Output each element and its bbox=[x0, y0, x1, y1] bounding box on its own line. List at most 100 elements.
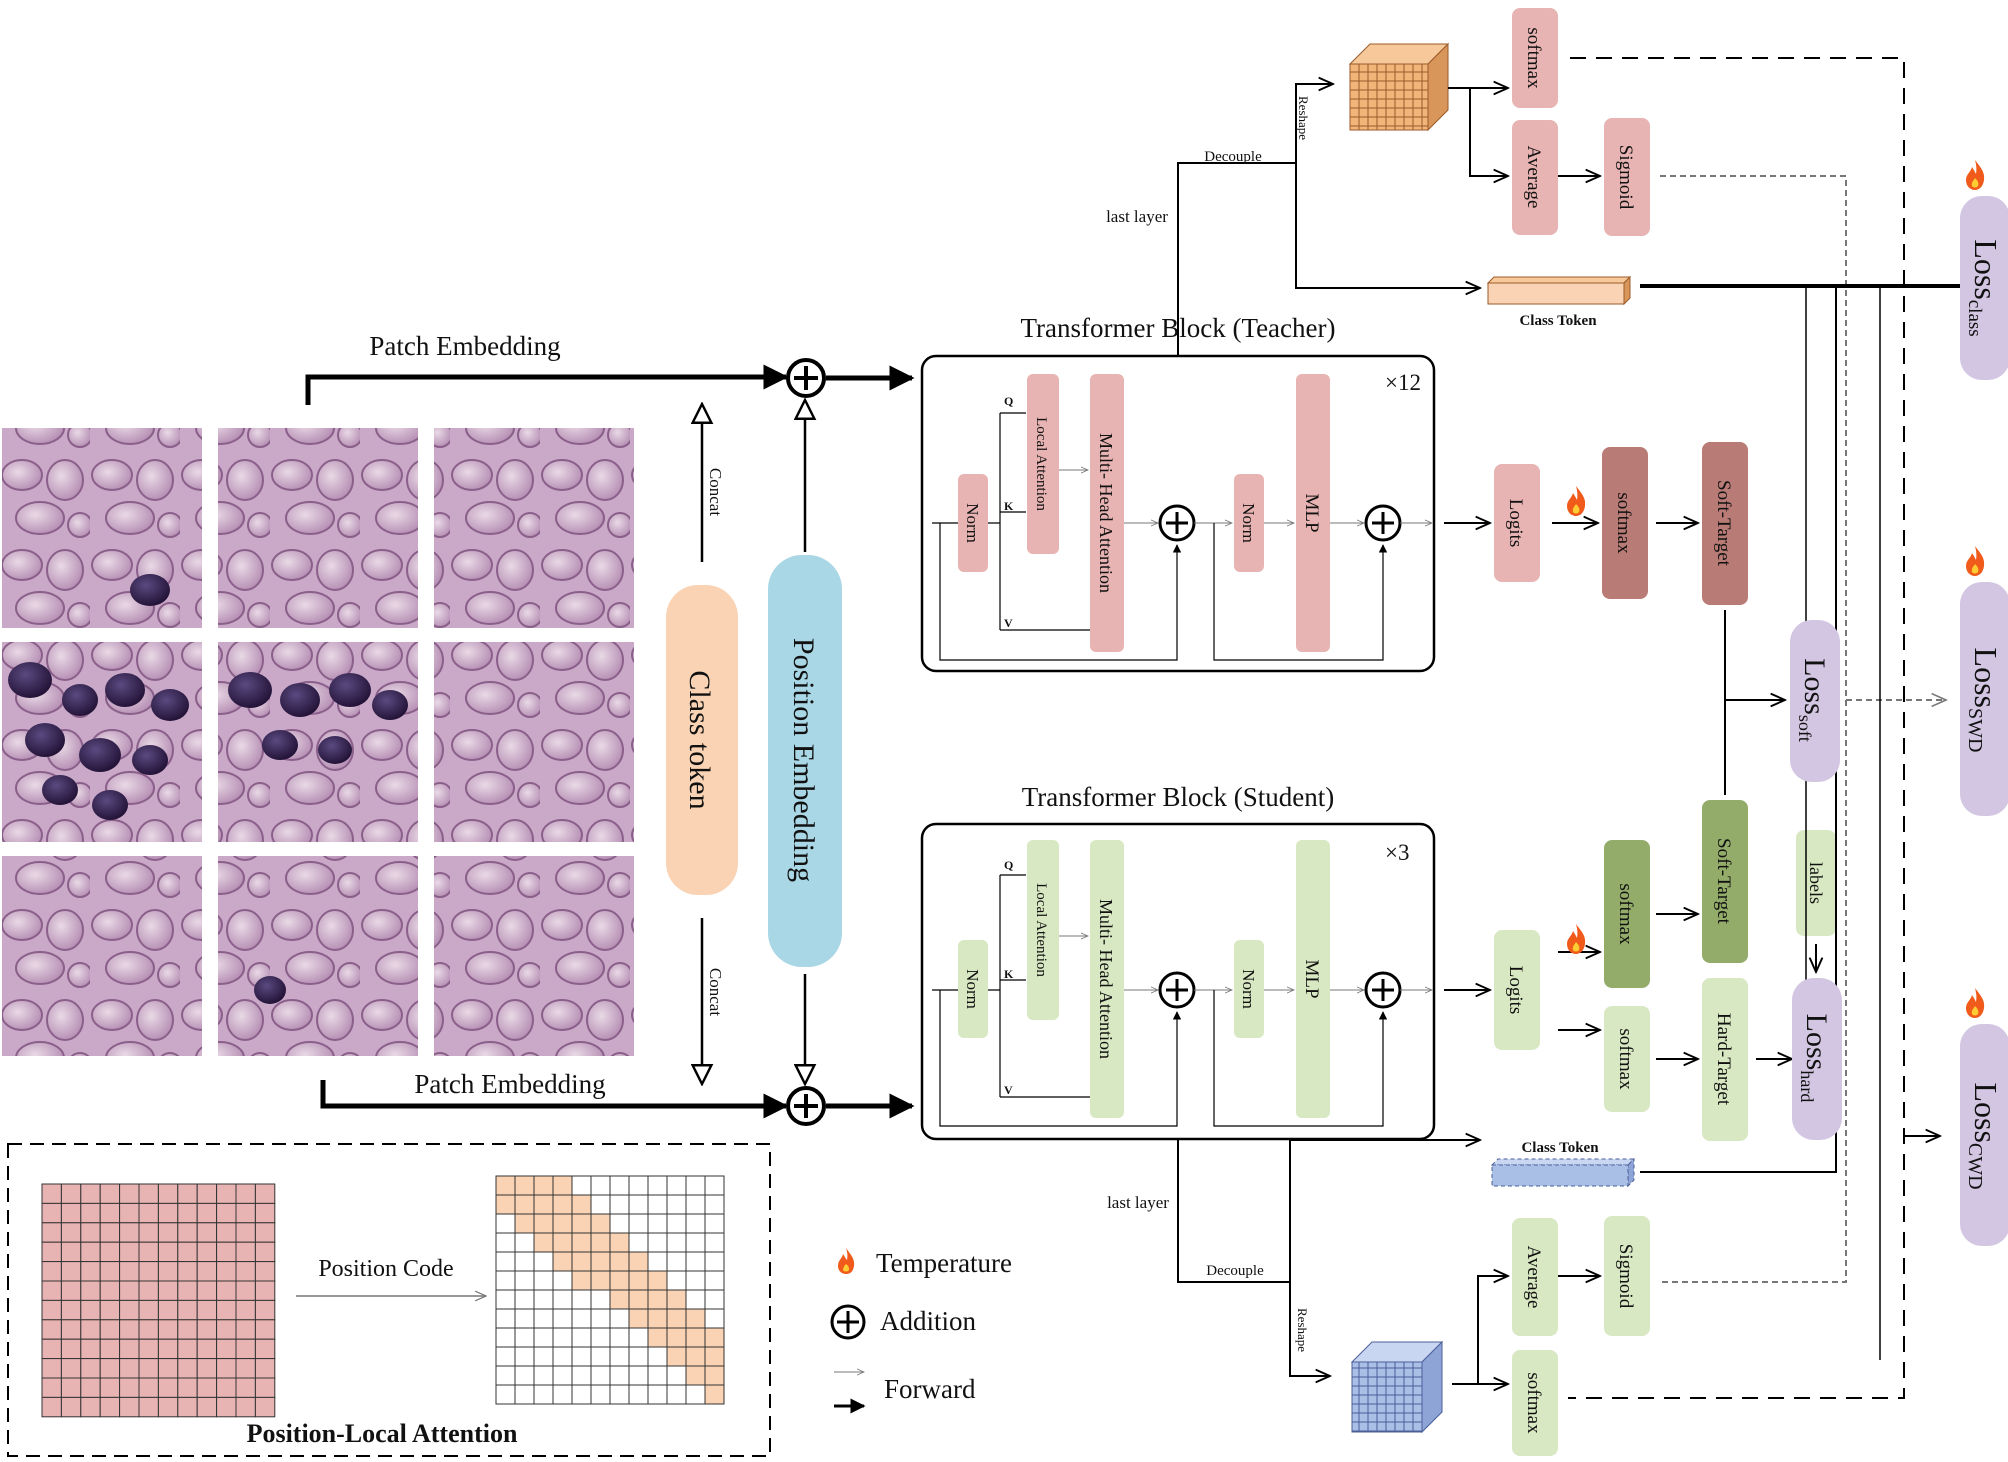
grid-cell bbox=[647, 1251, 668, 1272]
grid-cell bbox=[590, 1194, 611, 1215]
grid-cell bbox=[514, 1289, 535, 1310]
grid-cell bbox=[704, 1384, 725, 1405]
grid-cell bbox=[157, 1396, 179, 1418]
grid-cell bbox=[704, 1232, 725, 1253]
grid-cell bbox=[647, 1308, 668, 1329]
grid-cell bbox=[666, 1384, 687, 1405]
grid-cell bbox=[138, 1396, 159, 1418]
grid-cell bbox=[157, 1202, 179, 1224]
grid-cell bbox=[704, 1213, 725, 1234]
grid-cell bbox=[99, 1319, 121, 1340]
grid-cell bbox=[138, 1377, 159, 1398]
grid-cell bbox=[60, 1222, 82, 1243]
pink-grid bbox=[41, 1183, 276, 1418]
grid-cell bbox=[41, 1183, 62, 1204]
grid-cell bbox=[685, 1175, 706, 1196]
grid-cell bbox=[590, 1270, 611, 1291]
grid-cell bbox=[235, 1377, 256, 1398]
grid-cell bbox=[177, 1280, 198, 1301]
grid-cell bbox=[99, 1280, 121, 1301]
grid-cell bbox=[533, 1251, 554, 1272]
grid-cell bbox=[80, 1241, 101, 1263]
student-decouple-branch: last layer Decouple Reshape Class Token … bbox=[1107, 1139, 1650, 1456]
student-mlp-label: MLP bbox=[1301, 959, 1322, 998]
grid-cell bbox=[177, 1183, 198, 1204]
grid-cell bbox=[254, 1280, 276, 1301]
grid-cell bbox=[157, 1338, 179, 1360]
grid-cell bbox=[609, 1346, 630, 1367]
grid-cell bbox=[647, 1346, 668, 1367]
teacher-softmax-label: softmax bbox=[1613, 492, 1634, 554]
grid-cell bbox=[647, 1175, 668, 1196]
grid-cell bbox=[216, 1222, 237, 1243]
grid-cell bbox=[609, 1213, 630, 1234]
position-local-attention-label: Position-Local Attention bbox=[247, 1419, 518, 1448]
student-q: Q bbox=[1004, 858, 1013, 872]
loss-hard-sub: hard bbox=[1797, 1070, 1817, 1102]
grid-cell bbox=[80, 1183, 101, 1204]
grid-cell bbox=[119, 1241, 140, 1263]
grid-cell bbox=[552, 1365, 573, 1386]
grid-cell bbox=[704, 1365, 725, 1386]
grid-cell bbox=[685, 1384, 706, 1405]
grid-cell bbox=[254, 1338, 276, 1360]
grid-cell bbox=[80, 1338, 101, 1360]
grid-cell bbox=[685, 1289, 706, 1310]
grid-cell bbox=[196, 1280, 218, 1301]
grid-cell bbox=[571, 1213, 592, 1234]
grid-cell bbox=[685, 1194, 706, 1215]
grid-cell bbox=[99, 1183, 121, 1204]
student-average-label: Average bbox=[1523, 1246, 1544, 1309]
grid-cell bbox=[196, 1358, 218, 1379]
grid-cell bbox=[609, 1365, 630, 1386]
grid-cell bbox=[647, 1289, 668, 1310]
loss-soft-box: Losssoft bbox=[1790, 620, 1840, 782]
grid-cell bbox=[235, 1338, 256, 1360]
grid-cell bbox=[685, 1213, 706, 1234]
grid-cell bbox=[533, 1175, 554, 1196]
grid-cell bbox=[704, 1346, 725, 1367]
teacher-local-attention-label: Local Attention bbox=[1033, 417, 1049, 511]
grid-cell bbox=[157, 1222, 179, 1243]
teacher-v: V bbox=[1004, 616, 1013, 630]
grid-cell bbox=[647, 1384, 668, 1405]
grid-cell bbox=[514, 1213, 535, 1234]
grid-cell bbox=[514, 1232, 535, 1253]
grid-cell bbox=[666, 1175, 687, 1196]
grid-cell bbox=[138, 1241, 159, 1263]
grid-cell bbox=[235, 1319, 256, 1340]
nuclei-cluster bbox=[8, 574, 408, 1004]
grid-cell bbox=[590, 1327, 611, 1348]
patch-embedding-bottom-label: Patch Embedding bbox=[414, 1069, 605, 1099]
grid-cell bbox=[628, 1251, 649, 1272]
student-norm-1-label: Norm bbox=[963, 969, 982, 1009]
student-norm-1 bbox=[958, 940, 988, 1038]
grid-cell bbox=[119, 1396, 140, 1418]
grid-cell bbox=[99, 1377, 121, 1398]
grid-cell bbox=[60, 1396, 82, 1418]
position-code-label: Position Code bbox=[318, 1256, 453, 1282]
grid-cell bbox=[80, 1299, 101, 1321]
grid-cell bbox=[157, 1358, 179, 1379]
grid-cell bbox=[119, 1319, 140, 1340]
grid-cell bbox=[571, 1251, 592, 1272]
grid-cell bbox=[514, 1384, 535, 1405]
grid-cell bbox=[571, 1346, 592, 1367]
student-softmax-bottom bbox=[1512, 1350, 1558, 1456]
teacher-average bbox=[1512, 120, 1558, 235]
grid-cell bbox=[571, 1232, 592, 1253]
grid-cell bbox=[495, 1327, 516, 1348]
legend-temperature-icon bbox=[838, 1248, 855, 1274]
grid-cell bbox=[704, 1289, 725, 1310]
grid-cell bbox=[628, 1365, 649, 1386]
grid-cell bbox=[60, 1358, 82, 1379]
grid-cell bbox=[157, 1261, 179, 1282]
patch-embedding-bottom-arrow bbox=[320, 1080, 789, 1119]
student-k: K bbox=[1004, 967, 1014, 981]
patch-3 bbox=[434, 428, 634, 628]
loss-swd-box: LossSWD bbox=[1960, 582, 2008, 816]
grid-cell bbox=[119, 1183, 140, 1204]
grid-cell bbox=[99, 1338, 121, 1360]
grid-cell bbox=[628, 1289, 649, 1310]
patch-grid bbox=[2, 428, 634, 1056]
